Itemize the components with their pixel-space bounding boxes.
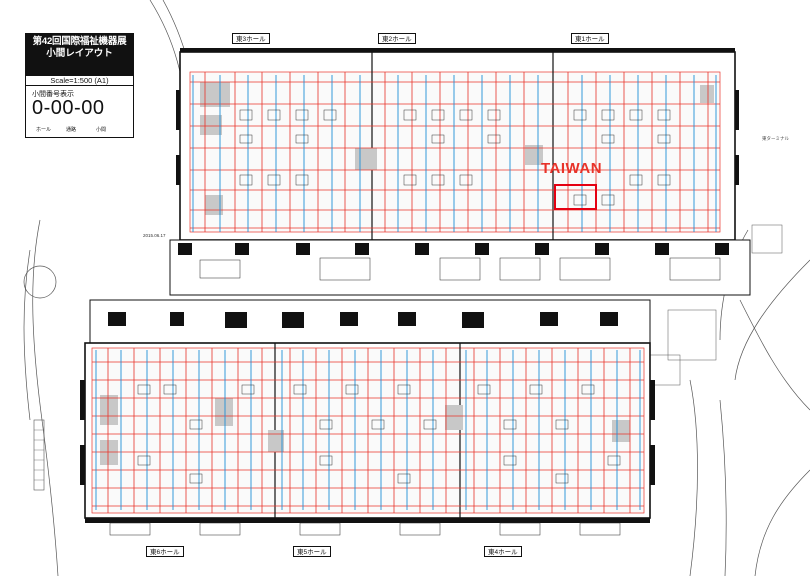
booth-number-legend: 小間番号表示 0-00-00 ホール 通路 小間 [25, 86, 134, 138]
north-hall-building [179, 51, 736, 241]
hall-label-east5: 東5ホール [293, 546, 331, 557]
ramp [33, 419, 45, 491]
south-booths [137, 384, 621, 484]
taiwan-label: TAIWAN [541, 160, 603, 177]
hall-label-east4: 東4ホール [484, 546, 522, 557]
north-red-aisles [190, 72, 720, 232]
north-booths [239, 109, 671, 206]
event-title: 第42回国際福祉機器展 [32, 36, 127, 47]
layout-subtitle: 小間レイアウト [46, 48, 113, 59]
scale-label: Scale=1:500 (A1) [25, 75, 134, 86]
legend-part-hall: ホール [36, 127, 52, 133]
service-block [89, 299, 651, 349]
south-facade [80, 380, 655, 523]
north-blue-aisles [192, 75, 717, 232]
terminal-label: 東ターミナル [762, 136, 789, 141]
hall-label-east6: 東6ホール [146, 546, 184, 557]
legend-part-booth: 小間 [96, 127, 107, 133]
south-blue-aisles [95, 350, 641, 510]
concourse [169, 239, 751, 296]
taiwan-booth-highlight[interactable] [554, 184, 597, 210]
south-red-aisles [92, 348, 644, 513]
south-entrances [109, 522, 621, 536]
revision-date: 2015.06.17 [143, 233, 166, 238]
legend-title: 小間番号表示 [32, 91, 74, 98]
roundabout [23, 265, 57, 299]
hall-label-east3: 東3ホール [232, 33, 270, 44]
legend-example: 0-00-00 [32, 97, 105, 119]
hall-label-east1: 東1ホール [571, 33, 609, 44]
hall-label-east2: 東2ホール [378, 33, 416, 44]
north-facade [176, 48, 739, 185]
title-block: 第42回国際福祉機器展 小間レイアウト [25, 33, 134, 75]
legend-part-aisle: 通路 [66, 127, 77, 133]
